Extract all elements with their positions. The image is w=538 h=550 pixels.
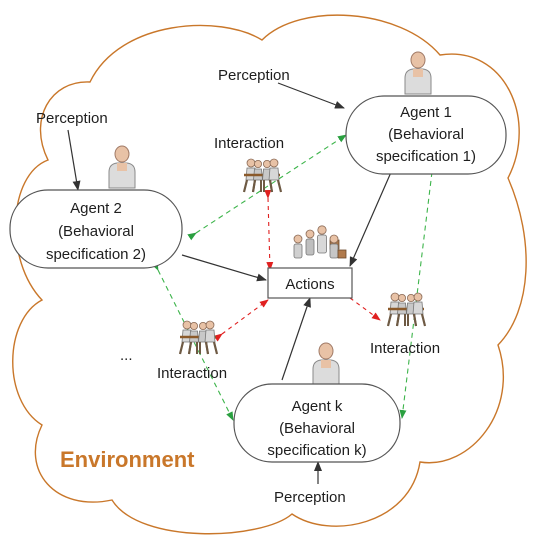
ellipsis-label: ...	[120, 347, 133, 364]
interaction-1: Interaction	[214, 135, 284, 194]
agent-k-spec-line1: (Behavioral	[279, 420, 355, 437]
agent-2-spec-line1: (Behavioral	[58, 223, 134, 240]
interaction-1-label: Interaction	[214, 135, 284, 152]
agent-1-spec-line1: (Behavioral	[388, 126, 464, 143]
environment-label: Environment	[60, 447, 195, 472]
agent-k-spec-line2: specification k)	[267, 442, 366, 459]
interaction-2: Interaction	[157, 319, 227, 382]
agent-2-name: Agent 2	[70, 200, 122, 217]
agent-k-name: Agent k	[292, 398, 343, 415]
actions-box	[267, 267, 353, 299]
perception-label-agent-1: Perception	[218, 67, 290, 84]
interaction-links	[151, 134, 437, 421]
interaction-3: Interaction	[370, 291, 440, 357]
agent-2: Agent 2 (Behavioral specification 2)	[9, 145, 183, 269]
agent-1-spec-line2: specification 1)	[376, 148, 476, 165]
agent-k-bubble	[233, 383, 401, 463]
interaction-actions-links	[213, 189, 381, 342]
agent-1-bubble	[345, 95, 507, 175]
interaction-3-label: Interaction	[370, 340, 440, 357]
agent-1-name: Agent 1	[400, 104, 452, 121]
agent-k: Agent k (Behavioral specification k)	[233, 342, 401, 463]
solid-arrows	[67, 82, 393, 484]
interaction-2-label: Interaction	[157, 365, 227, 382]
agent-2-spec-line2: specification 2)	[46, 246, 146, 263]
agent-1: Agent 1 (Behavioral specification 1)	[345, 51, 507, 175]
actions-node: Actions	[267, 225, 353, 299]
actions-label: Actions	[285, 276, 334, 293]
perception-label-agent-2: Perception	[36, 110, 108, 127]
perception-label-agent-k: Perception	[274, 489, 346, 506]
agent-2-bubble	[9, 189, 183, 269]
